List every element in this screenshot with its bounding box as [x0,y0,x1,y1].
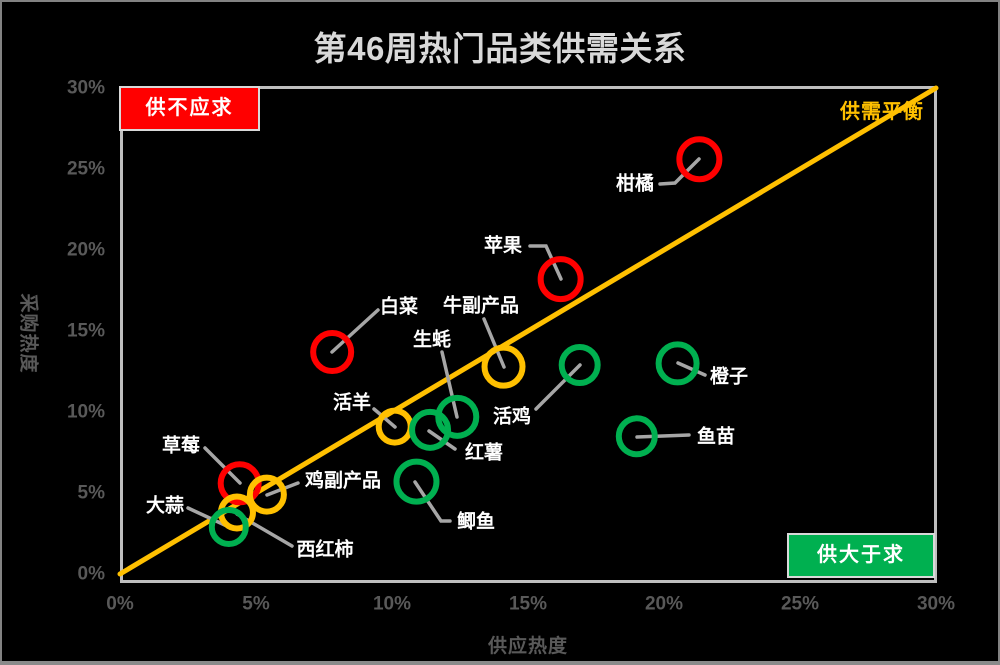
point-label: 柑橘 [616,172,654,195]
data-point-ring [310,330,355,375]
data-point-ring [393,458,440,505]
point-label: 生蚝 [413,328,451,351]
quadrant-oversupply-badge: 供大于求 [787,533,935,578]
point-label: 苹果 [484,234,522,257]
data-point-ring [217,461,262,506]
leader-line [330,308,380,354]
leader-line [635,433,691,439]
data-point-ring [246,474,287,515]
point-label: 活羊 [333,391,371,414]
point-label: 牛副产品 [443,294,519,317]
point-label: 草莓 [162,434,200,457]
x-tick-label: 0% [106,594,134,615]
point-label: 大蒜 [146,494,184,517]
point-label: 鲫鱼 [457,510,495,533]
data-point-ring [208,507,249,548]
data-point-ring [409,408,452,451]
x-tick-label: 20% [645,594,683,615]
point-label: 红薯 [465,441,503,464]
y-tick-label: 5% [78,483,106,504]
data-point-ring [615,415,658,458]
x-axis-title: 供应热度 [487,636,568,657]
leader-line [413,480,452,523]
y-tick-label: 20% [67,240,105,261]
leader-line [528,244,563,281]
leader-line [440,350,459,419]
data-point-ring [558,344,601,387]
y-tick-label: 30% [67,78,105,99]
chart-title: 第46周热门品类供需关系 [313,30,687,67]
x-tick-label: 25% [781,594,819,615]
x-tick-label: 15% [509,594,547,615]
point-label: 白菜 [380,295,418,318]
point-label: 活鸡 [493,405,531,428]
y-tick-label: 25% [67,159,105,180]
x-tick-label: 5% [242,594,270,615]
leader-line [203,446,242,485]
window-bottom-edge [0,661,1000,665]
data-point-ring [481,344,526,389]
y-tick-label: 0% [78,564,106,585]
leader-line [482,317,506,369]
x-tick-label: 10% [373,594,411,615]
y-tick-label: 15% [67,321,105,342]
y-tick-label: 10% [67,402,105,423]
data-point-ring [676,136,723,183]
x-tick-label: 30% [917,594,955,615]
leader-line [534,363,582,411]
y-axis-title: 采购热度 [17,293,39,374]
point-label: 西红柿 [296,538,353,561]
point-label: 鱼苗 [697,425,735,448]
balance-line-label: 供需平衡 [840,101,924,123]
quadrant-shortage-badge: 供不应求 [119,86,260,131]
point-label: 橙子 [710,365,748,388]
leader-line [676,361,707,377]
leader-line [658,157,701,186]
point-label: 鸡副产品 [304,469,381,492]
data-point-ring [537,256,584,303]
data-point-ring [655,341,700,386]
